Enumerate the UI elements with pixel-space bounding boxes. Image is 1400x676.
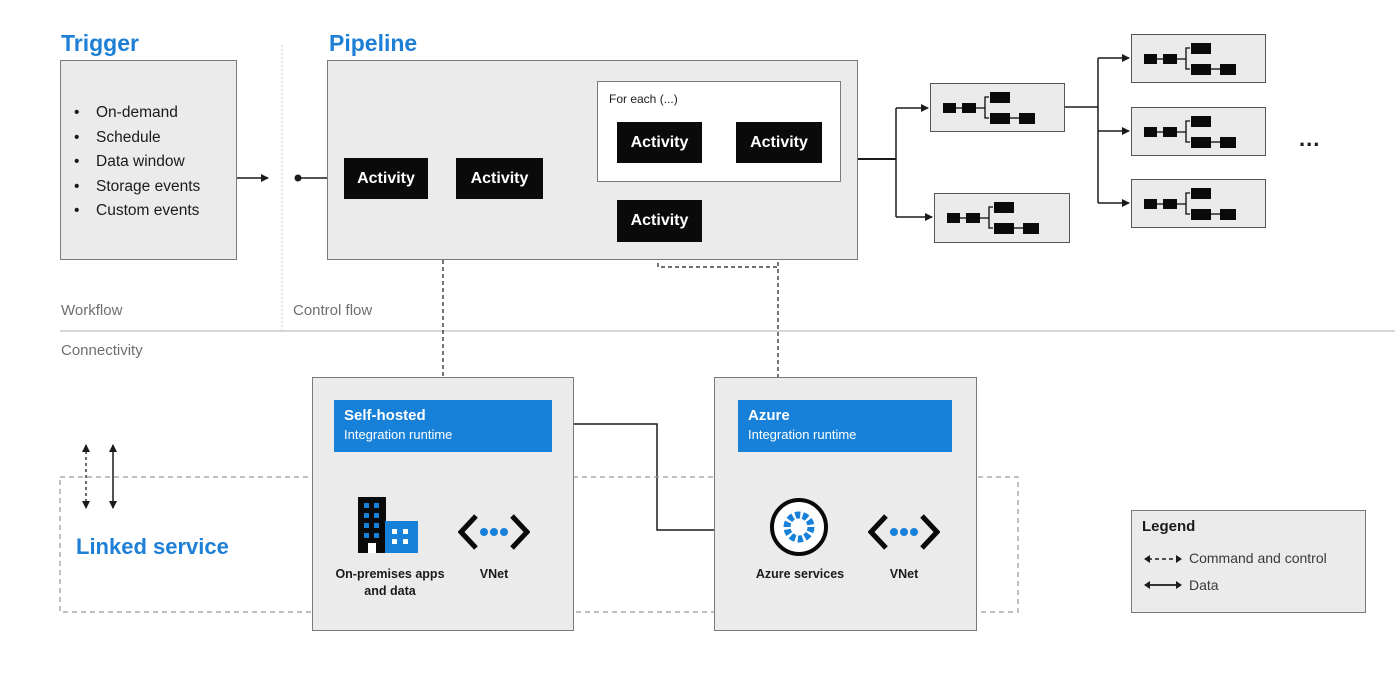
vnet-icon xyxy=(868,514,940,550)
dashed-arrow-icon xyxy=(1144,555,1182,563)
foreach-label: For each (...) xyxy=(609,92,678,106)
mini-pipeline-icon xyxy=(1144,188,1236,220)
legend-data-label: Data xyxy=(1189,577,1219,593)
activity-box[interactable]: Activity xyxy=(456,158,543,199)
pipeline-entry-dot xyxy=(294,174,302,182)
azure-services-icon xyxy=(770,498,828,556)
trigger-title: Trigger xyxy=(61,30,139,56)
mini-pipeline-icon xyxy=(947,202,1039,234)
azure-ir-header[interactable]: Azure Integration runtime xyxy=(738,400,952,452)
trigger-item: On-demand xyxy=(74,101,200,126)
arrow-icon xyxy=(1144,581,1182,589)
workflow-label: Workflow xyxy=(61,302,123,319)
trigger-item: Data window xyxy=(74,150,200,175)
trigger-item: Storage events xyxy=(74,175,200,200)
mini-pipeline-icon xyxy=(1144,116,1236,148)
legend-title: Legend xyxy=(1142,518,1196,535)
vnet-icon xyxy=(458,514,530,550)
activity-box[interactable]: Activity xyxy=(617,122,702,163)
child-pipeline xyxy=(930,83,1065,132)
on-premises-label: On-premises apps and data xyxy=(335,567,445,598)
self-hosted-ir-header[interactable]: Self-hosted Integration runtime xyxy=(334,400,552,452)
grandchild-pipeline xyxy=(1131,107,1266,156)
trigger-list: On-demand Schedule Data window Storage e… xyxy=(74,101,200,224)
activity-box[interactable]: Activity xyxy=(617,200,702,242)
legend-box: Legend Command and control Data xyxy=(1131,510,1366,613)
activity-box[interactable]: Activity xyxy=(736,122,822,163)
vnet-label: VNet xyxy=(479,567,509,581)
activity-box[interactable]: Activity xyxy=(344,158,428,199)
connectivity-label: Connectivity xyxy=(61,342,143,359)
ir-name: Azure xyxy=(748,407,790,424)
grandchild-pipeline xyxy=(1131,179,1266,228)
pipeline-title: Pipeline xyxy=(329,30,418,56)
trigger-item: Schedule xyxy=(74,126,200,151)
ir-name: Self-hosted xyxy=(344,407,426,424)
ir-subtitle: Integration runtime xyxy=(344,427,453,442)
mini-pipeline-icon xyxy=(943,92,1035,124)
vnet-label: VNet xyxy=(889,567,919,581)
trigger-box: On-demand Schedule Data window Storage e… xyxy=(60,60,237,260)
grandchild-pipeline xyxy=(1131,34,1266,83)
more-ellipsis: ... xyxy=(1299,126,1321,151)
legend-command-label: Command and control xyxy=(1189,550,1327,566)
azure-services-label: Azure services xyxy=(755,567,845,581)
trigger-item: Custom events xyxy=(74,199,200,224)
child-pipeline xyxy=(934,193,1070,243)
control-flow-label: Control flow xyxy=(293,302,373,319)
ir-subtitle: Integration runtime xyxy=(748,427,857,442)
mini-pipeline-icon xyxy=(1144,43,1236,75)
building-icon xyxy=(358,497,418,553)
linked-service-title: Linked service xyxy=(76,534,229,559)
